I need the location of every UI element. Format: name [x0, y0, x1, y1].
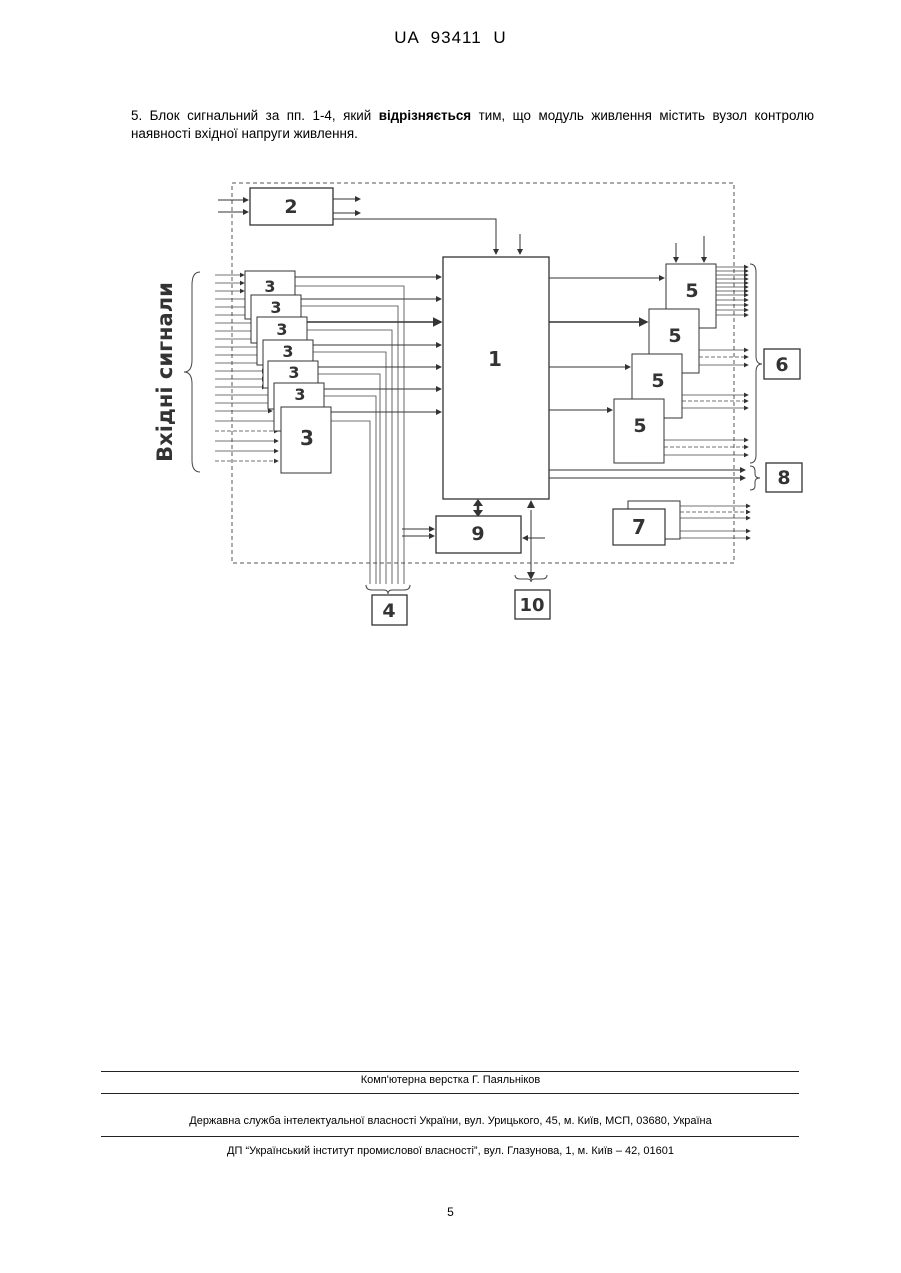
block-5-label-1: 5	[685, 280, 698, 302]
page-number: 5	[0, 1205, 901, 1219]
block-7: 7	[613, 501, 750, 545]
block-10: 10	[515, 590, 550, 619]
block-3-label-4: 3	[282, 342, 293, 361]
block-8-brace	[750, 466, 760, 490]
block-5-label-3: 5	[651, 370, 664, 392]
block-3-label-2: 3	[270, 298, 281, 317]
footer-layout-credit: Комп'ютерна верстка Г. Паяльніков	[0, 1074, 901, 1086]
block-8-label: 8	[777, 467, 790, 489]
block-8: 8	[766, 463, 802, 492]
document-number: UA 93411 U	[0, 28, 901, 48]
footer-divider-middle	[101, 1093, 799, 1094]
input-signals-label: Вхідні сигнали	[153, 282, 177, 462]
claim-text-bold: відрізняється	[379, 108, 471, 123]
block-5-label-2: 5	[668, 325, 681, 347]
block-3-label-7: 3	[300, 426, 314, 450]
block-9-label: 9	[471, 523, 484, 545]
block-2-label: 2	[284, 196, 297, 218]
claim-text-start: 5. Блок сигнальний за пп. 1-4, який	[131, 108, 379, 123]
block-7-label: 7	[632, 515, 646, 539]
block-9: 9	[402, 499, 545, 553]
block-5-label-4: 5	[633, 415, 646, 437]
block-3-label-3: 3	[276, 320, 287, 339]
footer-institute: ДП “Український інститут промислової вла…	[0, 1145, 901, 1157]
block-3-label-6: 3	[294, 385, 305, 404]
footer-agency: Державна служба інтелектуальної власност…	[0, 1115, 901, 1127]
block-4-label: 4	[382, 600, 395, 622]
block-3-stack: 3 3 3 3 3 3 3	[245, 271, 331, 473]
bus-4-brace	[366, 585, 410, 594]
footer-divider-bottom	[101, 1136, 799, 1137]
block-6: 6	[764, 349, 800, 379]
block-1-label: 1	[488, 347, 502, 371]
block-2: 2	[218, 188, 520, 254]
block-5-stack: 5 5 5 5	[614, 264, 716, 463]
block-3-label-5: 3	[288, 363, 299, 382]
block-1: 1	[443, 257, 549, 499]
block-6-label: 6	[775, 354, 788, 376]
block-diagram: Вхідні сигнали 2	[140, 170, 820, 630]
block-4: 4	[372, 595, 407, 625]
block-3-label-1: 3	[264, 277, 275, 296]
footer-divider-top	[101, 1071, 799, 1072]
block-10-label: 10	[519, 595, 544, 616]
input-signals-brace	[184, 272, 200, 472]
claim-5-text: 5. Блок сигнальний за пп. 1-4, який відр…	[131, 107, 814, 143]
block-6-brace	[750, 264, 762, 463]
